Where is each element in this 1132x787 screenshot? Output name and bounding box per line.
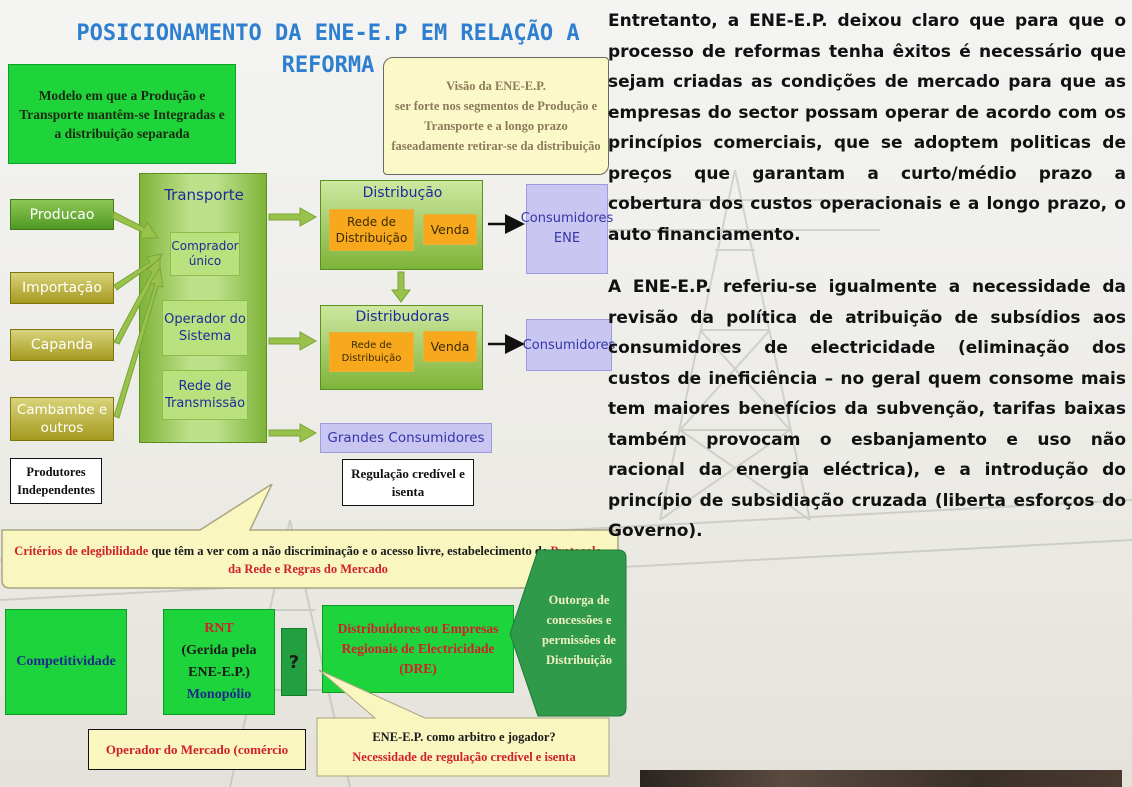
producer-importacao: Importação <box>10 272 114 304</box>
rnt-box: RNT (Gerida pela ENE-E.P.) Monopólio <box>163 609 275 715</box>
concession-pentagon-shape <box>509 549 627 717</box>
regulation-box: Regulação credível e isenta <box>342 459 474 506</box>
question-box: ? <box>281 628 307 696</box>
vision-text: ser forte nos segmentos de Produção e Tr… <box>391 99 601 153</box>
dre-box: Distribuidores ou Empresas Regionais de … <box>322 605 514 693</box>
concession-text: Outorga de concessões e permissões de Di… <box>542 593 616 667</box>
rnt-monopoly: Monopólio <box>186 687 252 702</box>
page-title: POSICIONAMENTO DA ENE-E.P EM RELAÇÃO A R… <box>76 21 580 78</box>
transmission-network-box: Rede de Transmissão <box>162 370 248 420</box>
distribution-network-box: Rede de Distribuição <box>329 209 414 251</box>
paragraph-2: A ENE-E.P. referiu-se igualmente a neces… <box>608 277 1126 541</box>
vision-title: Visão da ENE-E.P. <box>446 79 546 93</box>
distributors-sale-box: Venda <box>423 331 477 362</box>
vision-scroll: Visão da ENE-E.P. ser forte nos segmento… <box>383 57 609 175</box>
consumers-ene-box: Consumidores ENE <box>521 184 613 274</box>
body-text: Entretanto, a ENE-E.P. deixou claro que … <box>608 6 1126 547</box>
large-consumers-box: Grandes Consumidores <box>320 423 492 453</box>
arbiter-line2: Necessidade de regulação credível e isen… <box>352 750 576 764</box>
distribution-sale-box: Venda <box>423 214 477 245</box>
flow-arrows <box>111 207 525 443</box>
arbiter-callout-shape <box>316 669 610 777</box>
rnt-title: RNT <box>204 621 234 636</box>
independent-producers-box: Produtores Independentes <box>10 458 102 504</box>
market-operator-box: Operador do Mercado (comércio <box>88 729 306 770</box>
paragraph-1: Entretanto, a ENE-E.P. deixou claro que … <box>608 11 1126 245</box>
transport-box: Transporte Comprador único Operador do S… <box>139 173 267 443</box>
distributors-title: Distribudoras <box>355 309 450 325</box>
single-buyer-box: Comprador único <box>170 232 240 276</box>
criteria-red-label: Critérios de elegibilidade <box>14 544 149 558</box>
model-description-text: Modelo em que a Produção e Transporte ma… <box>19 87 225 141</box>
system-operator-box: Operador do Sistema <box>162 300 248 356</box>
criteria-middle: que têm a ver com a não discriminação e … <box>148 544 551 558</box>
distributors-box: Distribudoras Rede de Distribuição Venda <box>320 305 483 390</box>
rnt-subtitle: (Gerida pela ENE-E.P.) <box>181 643 257 680</box>
competitiveness-box: Competitividade <box>5 609 127 715</box>
distributors-network-box: Rede de Distribuição <box>329 332 414 372</box>
arbiter-text: ENE-E.P. como arbitro e jogador? Necessi… <box>318 722 610 772</box>
photo-fragment <box>640 770 1122 787</box>
distribution-box: Distribução Rede de Distribuição Venda <box>320 180 483 270</box>
distribution-title: Distribução <box>362 185 443 201</box>
producer-producao: Producao <box>10 199 114 230</box>
producer-cambambe: Cambambe e outros <box>10 397 114 441</box>
transport-title: Transporte <box>164 186 244 204</box>
arbiter-line1: ENE-E.P. como arbitro e jogador? <box>372 730 556 744</box>
consumers-box: Consumidores <box>523 319 615 371</box>
producer-capanda: Capanda <box>10 329 114 361</box>
model-description-box: Modelo em que a Produção e Transporte ma… <box>8 64 236 164</box>
